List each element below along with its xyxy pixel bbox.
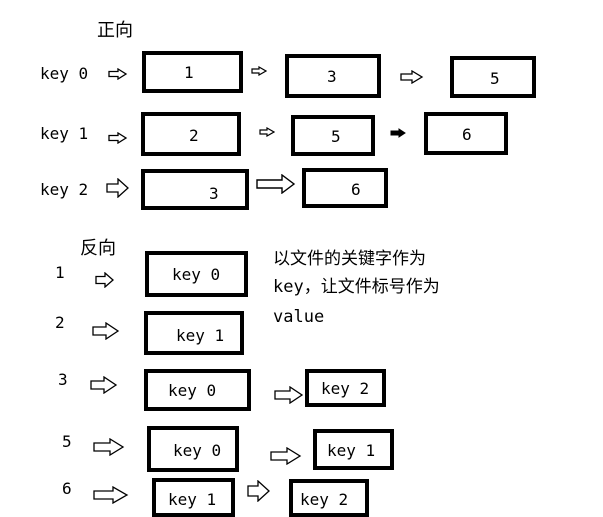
reverse-row-1-item-0: key 1	[144, 311, 244, 355]
arrow-icon	[259, 127, 275, 137]
forward-row-1-item-0: 2	[141, 112, 241, 156]
reverse-row-0-doc: 1	[55, 263, 65, 282]
arrow-icon	[108, 132, 128, 144]
arrow-icon	[251, 66, 267, 76]
forward-title: 正向	[97, 20, 133, 41]
note-line-2: key，让文件标号作为	[273, 277, 440, 297]
reverse-row-1-doc: 2	[55, 313, 65, 332]
arrow-icon	[93, 486, 129, 504]
forward-row-2-key: key 2	[40, 180, 89, 199]
arrow-icon	[256, 174, 296, 194]
arrow-icon	[90, 376, 118, 394]
note-line-1: 以文件的关键字作为	[273, 249, 426, 269]
arrow-icon	[247, 480, 270, 502]
arrow-icon	[390, 128, 406, 138]
arrow-icon	[270, 447, 302, 465]
reverse-row-4-item-0: key 1	[152, 478, 235, 517]
reverse-row-0-item-0: key 0	[145, 251, 248, 297]
reverse-row-2-item-0: key 0	[144, 369, 251, 411]
reverse-row-3-item-1: key 1	[313, 429, 394, 470]
forward-row-0-item-0: 1	[142, 51, 243, 93]
note-line-3: value	[273, 307, 325, 327]
forward-row-1-item-1: 5	[291, 115, 375, 156]
reverse-row-4-item-1: key 2	[289, 479, 369, 517]
arrow-icon	[95, 272, 114, 288]
forward-row-1-item-2: 6	[424, 112, 508, 155]
reverse-row-4-doc: 6	[62, 479, 72, 498]
forward-row-2-item-0: 3	[141, 169, 249, 210]
arrow-icon	[106, 178, 129, 198]
forward-row-0-item-1: 3	[285, 54, 381, 98]
arrow-icon	[92, 322, 120, 340]
reverse-title: 反向	[80, 238, 116, 259]
reverse-row-3-item-0: key 0	[147, 426, 239, 472]
forward-row-0-key: key 0	[40, 64, 89, 83]
arrow-icon	[93, 438, 125, 456]
forward-row-1-key: key 1	[40, 124, 89, 143]
arrow-icon	[108, 68, 128, 80]
forward-row-0-item-2: 5	[450, 56, 536, 98]
arrow-icon	[274, 386, 304, 404]
reverse-row-3-doc: 5	[62, 432, 72, 451]
reverse-row-2-item-1: key 2	[305, 369, 386, 407]
arrow-icon	[400, 70, 424, 84]
forward-row-2-item-1: 6	[302, 168, 388, 208]
reverse-row-2-doc: 3	[58, 370, 68, 389]
